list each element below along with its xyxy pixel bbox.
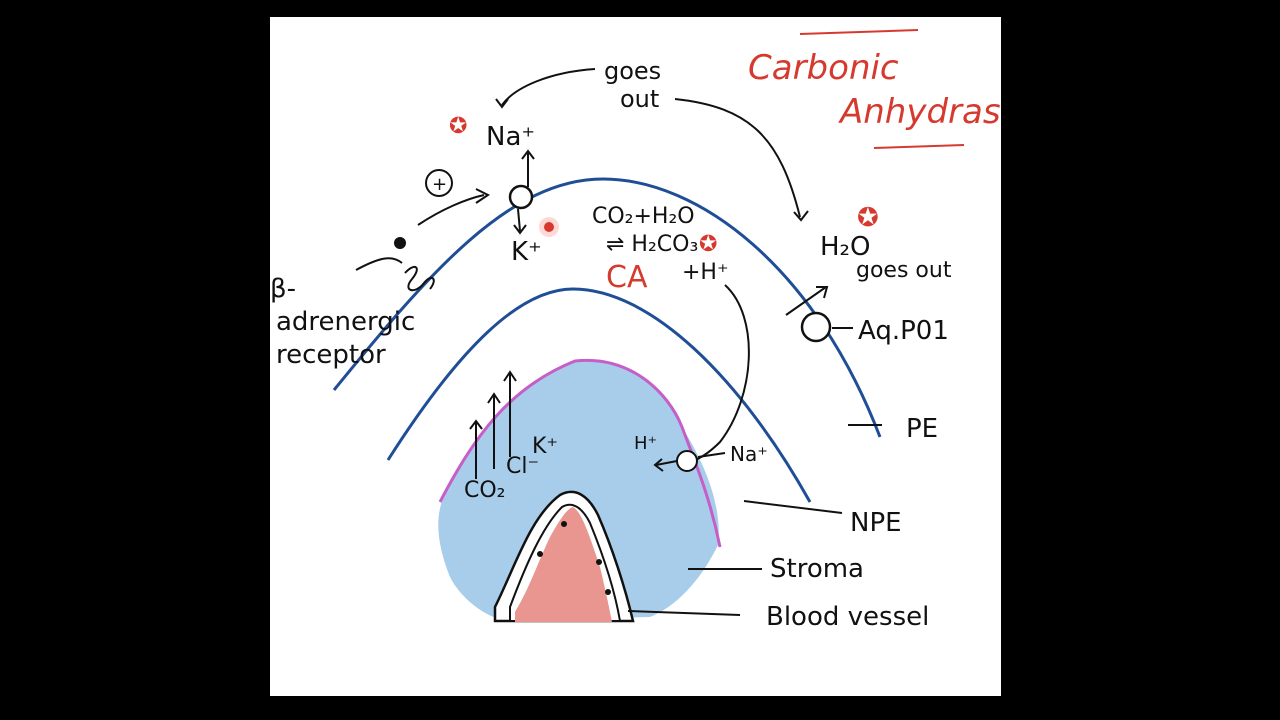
stroma-region [438,360,719,621]
vessel-label-line [627,610,741,616]
label-na-low: Na⁺ [730,442,768,466]
ciliary-epithelium-diagram: ✪ ✪ ✪ Carbonic Anhydrase β- adrenergic r… [270,29,1001,632]
na-k-pump [508,184,534,210]
cursor-dot [544,222,554,232]
label-beta: β- [270,274,296,304]
label-equation-2: ⇌ H₂CO₃ [606,232,698,257]
label-na-top: Na⁺ [486,122,535,152]
label-out: out [620,85,659,113]
receptor-pointer [355,257,403,271]
title-overline [799,29,919,35]
label-h-plus: +H⁺ [682,260,729,285]
star-icon: ✪ [449,114,467,139]
arrowhead [503,370,517,382]
arrowhead [475,188,490,204]
npe-label-line [743,500,843,514]
label-goes: goes [604,57,661,85]
title-underline [873,144,965,149]
title-line-1: Carbonic [748,48,899,88]
label-blood-vessel: Blood vessel [766,602,929,632]
k-in-arrow [517,208,521,232]
label-cl: Cl⁻ [506,454,539,479]
vessel-cell-dot [537,551,543,557]
water-pathway-arrow [674,98,801,218]
label-npe: NPE [850,508,902,538]
arrowhead [521,149,535,160]
arrowhead [487,392,501,404]
label-aquaporin: Aq.P01 [858,316,949,346]
receptor-coil [404,265,435,292]
label-adrenergic: adrenergic [276,307,415,337]
npe-membrane [386,287,812,503]
arrowhead [469,419,483,430]
label-ca: CA [606,260,648,295]
water-out-arrow [785,286,827,316]
goes-out-pointer [501,68,596,106]
label-stroma: Stroma [770,554,864,584]
label-plus: + [432,174,447,195]
h-arrow [655,460,678,466]
npe-stroma-boundary [438,358,722,548]
label-k-top: K⁺ [511,237,542,267]
vessel-cell-dot [605,589,611,595]
label-h-low: H⁺ [634,433,657,454]
na-arrow [697,452,726,458]
aquaporin-channel [800,311,832,343]
plus-circle [425,169,453,197]
arrowhead [495,98,509,109]
title-line-2: Anhydrase [838,92,1001,132]
label-co2: CO₂ [464,478,506,503]
label-k-low: K⁺ [532,434,558,459]
arrowhead [793,210,809,222]
vessel-cell-dot [596,559,602,565]
arrowhead [653,458,664,472]
label-pe: PE [906,414,938,444]
vessel-lumen [515,507,612,622]
activation-arrow [417,194,485,226]
vessel-cell-dot [561,521,567,527]
label-h2o: H₂O [820,232,870,262]
star-icon: ✪ [857,203,879,233]
arrowhead [513,224,527,235]
pe-membrane [332,177,882,438]
diagram-canvas: ✪ ✪ ✪ Carbonic Anhydrase β- adrenergic r… [270,17,1001,696]
receptor-ligand [394,237,406,249]
label-equation-1: CO₂+H₂O [592,204,695,229]
arrowhead [816,286,829,299]
na-h-exchanger [676,450,698,472]
label-goes-out: goes out [856,258,952,283]
star-icon: ✪ [699,232,717,257]
label-receptor: receptor [276,340,386,370]
